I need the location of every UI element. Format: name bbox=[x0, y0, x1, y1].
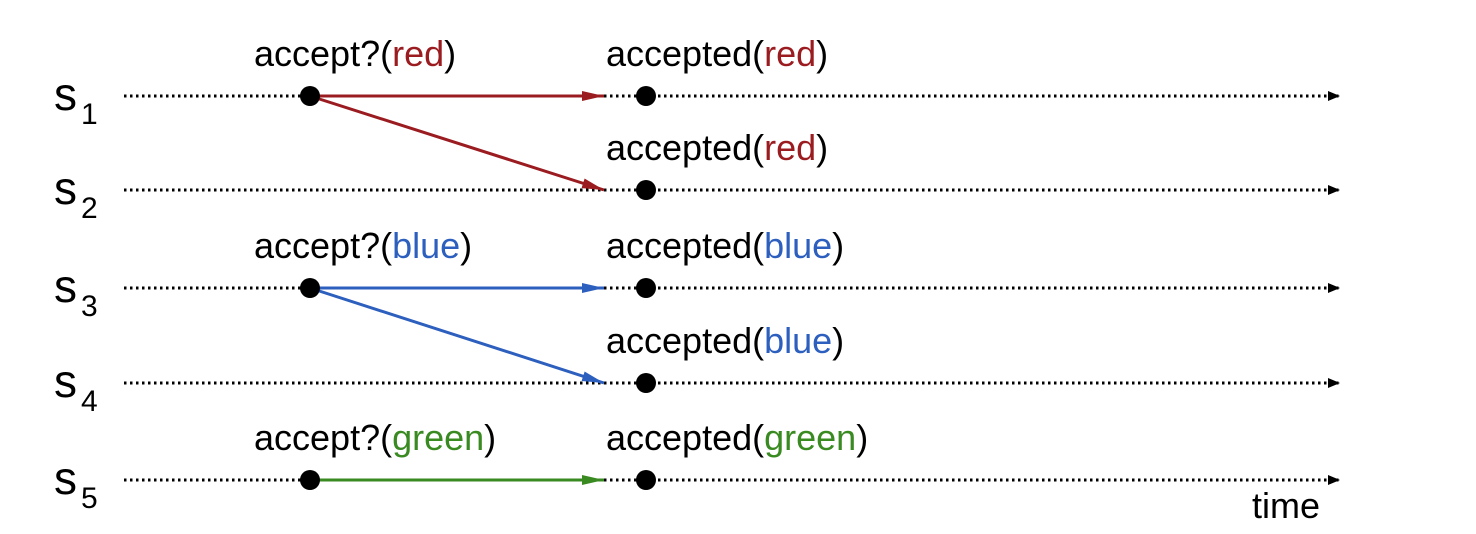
propose-event-dot-s1 bbox=[300, 86, 320, 106]
event-layer bbox=[300, 86, 656, 490]
accepted-label-s3: accepted(blue) bbox=[606, 225, 844, 266]
accepted-label-s2: accepted(red) bbox=[606, 127, 828, 168]
message-layer bbox=[309, 91, 605, 485]
accept-event-dot-s3 bbox=[636, 278, 656, 298]
timeline-layer bbox=[124, 91, 1340, 485]
proposal-label-s1: accept?(red) bbox=[254, 33, 456, 74]
accepted-label-s5: accepted(green) bbox=[606, 417, 868, 458]
accept-event-dot-s4 bbox=[636, 373, 656, 393]
propose-event-dot-s5 bbox=[300, 470, 320, 490]
accept-event-dot-s5 bbox=[636, 470, 656, 490]
proposal-label-s3: accept?(blue) bbox=[254, 225, 472, 266]
accepted-label-s4: accepted(blue) bbox=[606, 320, 844, 361]
accept-event-dot-s1 bbox=[636, 86, 656, 106]
time-axis-label: time bbox=[1252, 485, 1320, 526]
proposal-label-s5: accept?(green) bbox=[254, 417, 496, 458]
propose-event-dot-s3 bbox=[300, 278, 320, 298]
accepted-label-s1: accepted(red) bbox=[606, 33, 828, 74]
message-arrow-blue-to-s4 bbox=[309, 286, 605, 385]
message-arrow-red-to-s2 bbox=[309, 94, 605, 192]
accept-event-dot-s2 bbox=[636, 180, 656, 200]
